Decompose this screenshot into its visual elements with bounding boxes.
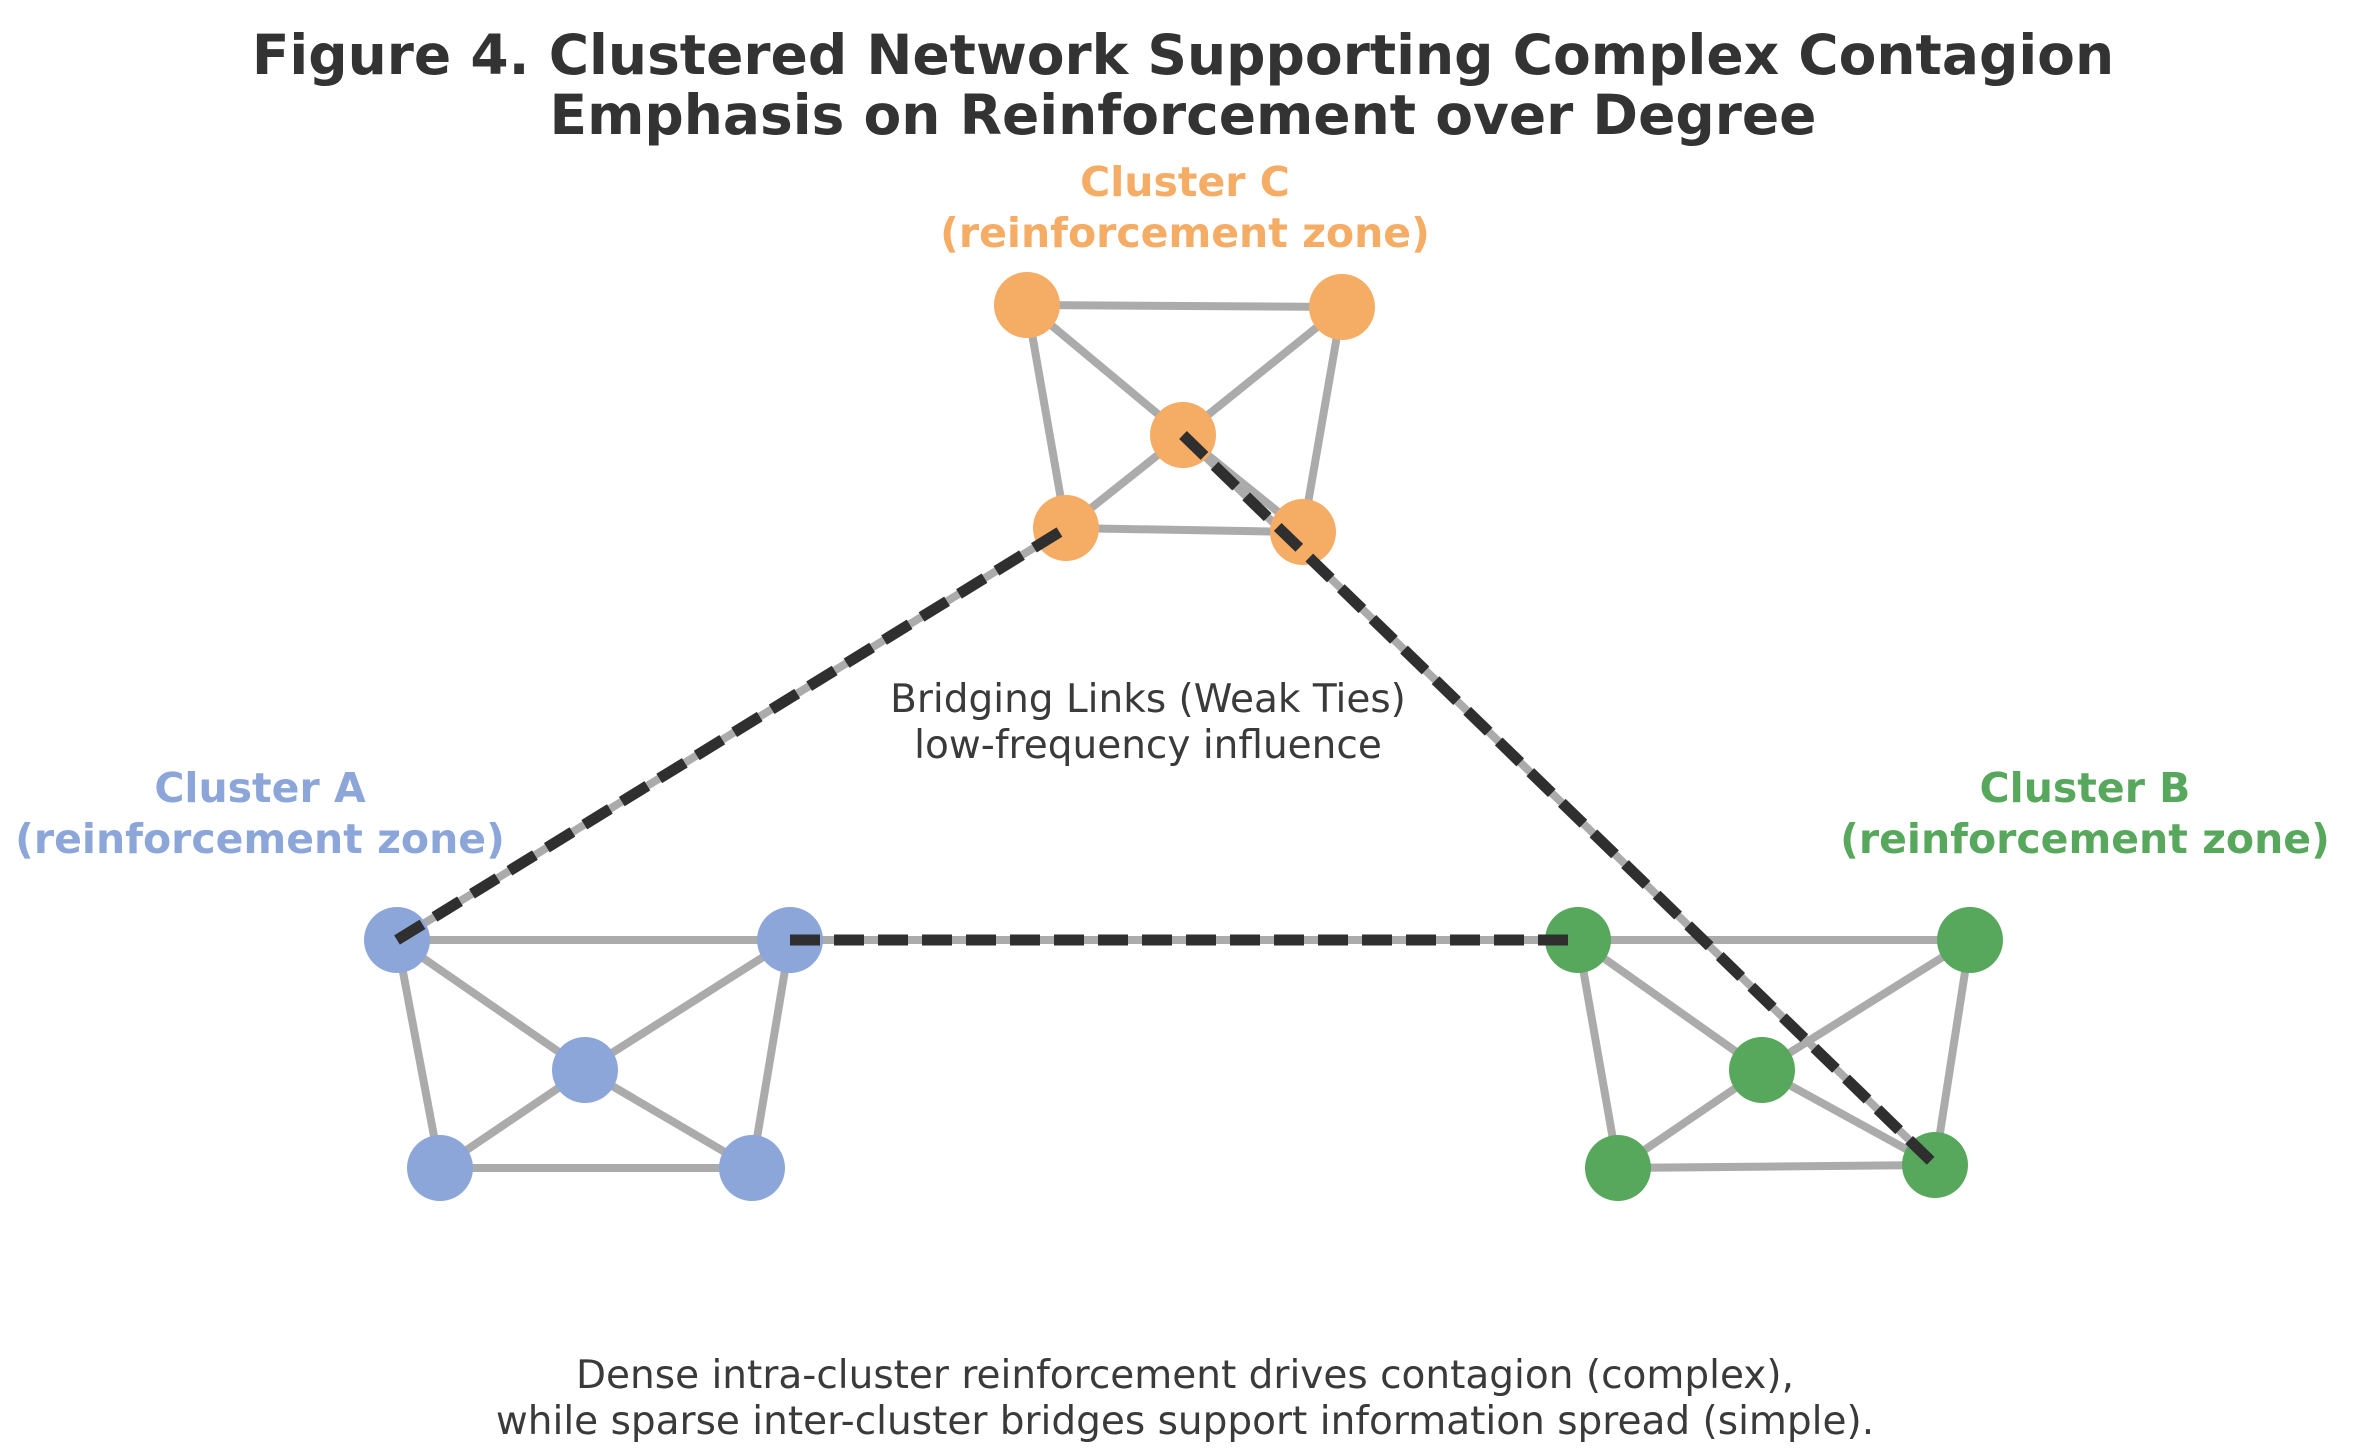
cluster-b-node-2	[1729, 1037, 1795, 1103]
intra-cluster-edge-c	[1026, 301, 1343, 311]
figure-title-line1: Figure 4. Clustered Network Supporting C…	[252, 23, 2114, 87]
cluster-c-sublabel: (reinforcement zone)	[940, 209, 1430, 257]
intra-cluster-edge-b	[1759, 936, 1973, 1074]
intra-cluster-edge-a	[748, 939, 794, 1169]
intra-cluster-edge-b	[1931, 939, 1974, 1166]
intra-cluster-edge-b	[1575, 936, 1765, 1074]
figure-title-line2: Emphasis on Reinforcement over Degree	[550, 83, 1817, 147]
figure-caption-line2: while sparse inter-cluster bridges suppo…	[496, 1399, 1874, 1444]
intra-cluster-edge-b	[1574, 939, 1622, 1169]
cluster-b-node-3	[1585, 1135, 1651, 1201]
intra-cluster-edge-c	[1299, 306, 1346, 533]
intra-cluster-edge-c	[1065, 524, 1304, 536]
intra-cluster-edge-b	[1617, 1161, 1936, 1172]
bridge-underlay-0	[394, 524, 1069, 944]
cluster-b-label: Cluster B	[1980, 764, 2191, 812]
cluster-a-node-2	[552, 1037, 618, 1103]
cluster-c-node-0	[994, 272, 1060, 338]
intra-cluster-edge-c	[1023, 304, 1070, 529]
intra-cluster-edge-a	[582, 936, 793, 1074]
cluster-a-node-3	[407, 1135, 473, 1201]
figure-caption-line1: Dense intra-cluster reinforcement drives…	[576, 1353, 1794, 1398]
cluster-b-node-0	[1545, 907, 1611, 973]
cluster-b-sublabel: (reinforcement zone)	[1840, 815, 2330, 863]
bridge-annotation-line1: Bridging Links (Weak Ties)	[890, 677, 1406, 722]
cluster-a-node-4	[719, 1135, 785, 1201]
cluster-a-label: Cluster A	[154, 764, 366, 812]
cluster-b-node-1	[1937, 907, 2003, 973]
bridging-links	[394, 431, 1939, 1169]
intra-cluster-edge-c	[1024, 301, 1186, 439]
cluster-a-sublabel: (reinforcement zone)	[15, 815, 505, 863]
cluster-c-node-4	[1270, 499, 1336, 565]
bridge-annotation-line2: low-frequency influence	[914, 723, 1382, 768]
intra-cluster-edge-c	[1180, 303, 1345, 439]
cluster-c-node-1	[1309, 274, 1375, 340]
intra-cluster-edge-a	[394, 936, 588, 1074]
intra-cluster-edge-a	[393, 939, 444, 1169]
cluster-c-label: Cluster C	[1080, 158, 1290, 206]
